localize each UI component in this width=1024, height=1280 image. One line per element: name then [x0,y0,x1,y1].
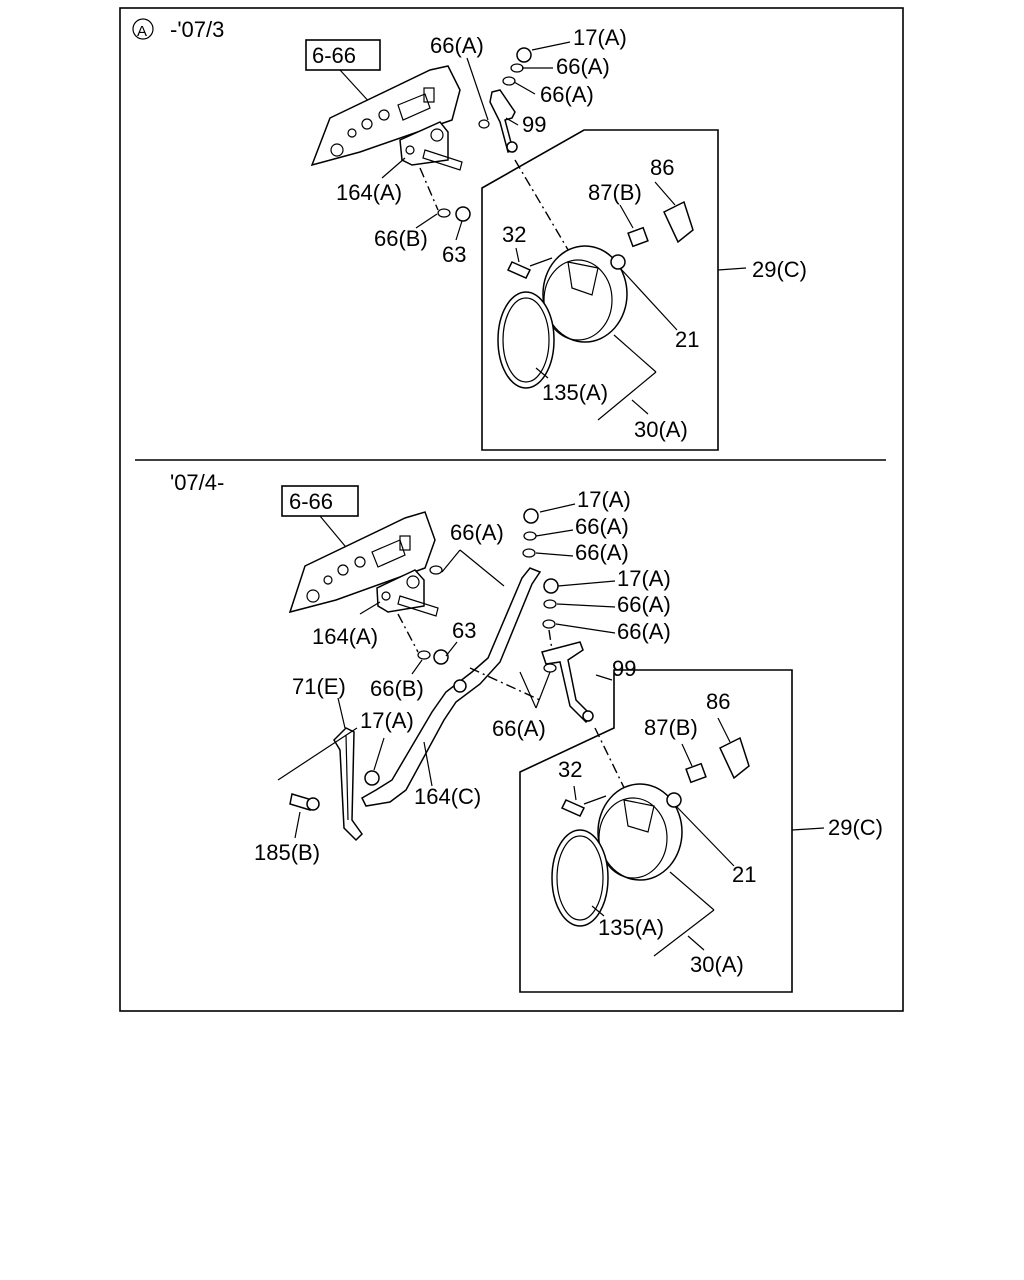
label-66b: 66(B) [370,676,424,701]
lamp-body-bottom [597,783,683,881]
stay-99 [489,89,516,154]
label-17a: 17(A) [577,487,631,512]
lamp-body-top [542,245,628,343]
label-63: 63 [452,618,476,643]
bottom-section-title: '07/4- [170,470,224,495]
label-99: 99 [522,112,546,137]
label-30a: 30(A) [634,417,688,442]
label-66a: 66(A) [540,82,594,107]
label-30a: 30(A) [690,952,744,977]
label-66a: 66(A) [556,54,610,79]
label-66a: 66(A) [617,619,671,644]
label-87b: 87(B) [588,180,642,205]
bracket-164a [376,569,425,613]
lamp-box-bottom [519,669,793,993]
bracket-71e [333,727,363,842]
top-section: A -'07/3 6-66 [132,17,807,451]
label-32: 32 [502,222,526,247]
label-86: 86 [650,155,674,180]
label-17a: 17(A) [573,25,627,50]
label-185b: 185(B) [254,840,320,865]
top-section-title: -'07/3 [170,17,224,42]
label-66b: 66(B) [374,226,428,251]
label-87b: 87(B) [644,715,698,740]
label-86: 86 [706,689,730,714]
label-66a: 66(A) [492,716,546,741]
label-17a: 17(A) [360,708,414,733]
label-29c: 29(C) [828,815,883,840]
ref-box-frame [305,39,381,71]
section-marker-circle [132,18,154,40]
diagram-border [119,7,904,1012]
label-66a: 66(A) [575,514,629,539]
label-135a: 135(A) [598,915,664,940]
label-164a: 164(A) [312,624,378,649]
section-marker: A [137,23,147,40]
bumper-plate [288,511,436,614]
lamp-box-top [481,129,719,451]
lamp-lens-bottom [551,829,609,927]
ref-box: 6-66 [312,43,356,68]
label-29c: 29(C) [752,257,807,282]
bumper-plate [310,65,461,167]
label-66a: 66(A) [617,592,671,617]
label-164c: 164(C) [414,784,481,809]
lamp-lens-top [497,291,555,389]
label-17a: 17(A) [617,566,671,591]
label-66a: 66(A) [575,540,629,565]
label-21: 21 [675,327,699,352]
cover-86-top [663,200,694,244]
label-71e: 71(E) [292,674,346,699]
label-66a: 66(A) [450,520,504,545]
stay-99 [541,641,594,724]
label-164a: 164(A) [336,180,402,205]
stay-164c [361,567,542,807]
label-135a: 135(A) [542,380,608,405]
label-99: 99 [612,656,636,681]
label-66a: 66(A) [430,33,484,58]
label-32: 32 [558,757,582,782]
label-63: 63 [442,242,466,267]
cover-86-bottom [719,736,750,780]
ref-box: 6-66 [289,489,333,514]
bottom-section: '07/4- 6-66 [170,470,883,993]
label-21: 21 [732,862,756,887]
